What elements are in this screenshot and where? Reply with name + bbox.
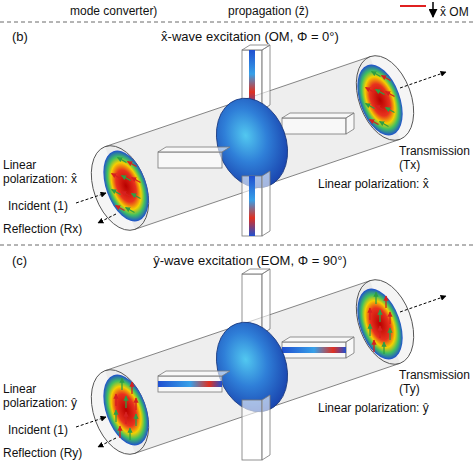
header-text: mode converter) [70, 4, 157, 18]
x-wave-panel [76, 45, 446, 238]
polarization-label: Linear polarization: x̂ [318, 177, 429, 191]
port-label: Transmission (Ty) [399, 368, 471, 396]
port-label: Incident (1) [8, 423, 68, 437]
panel-letter: (c) [12, 254, 27, 268]
port-label: Incident (1) [8, 199, 68, 213]
polarization-label: Linear polarization: ŷ [3, 382, 89, 410]
port-label: Reflection (Rx) [3, 222, 82, 236]
port-label: Transmission (Tx) [399, 144, 471, 172]
polarization-label: Linear polarization: ŷ [318, 401, 429, 415]
port-label: Reflection (Ry) [3, 446, 82, 460]
polarization-label: Linear polarization: x̂ [3, 158, 89, 186]
panel-heading: x̂-wave excitation (OM, Φ = 0°) [120, 30, 380, 44]
y-wave-panel [76, 269, 446, 462]
header-text: propagation (ẑ) [228, 4, 309, 18]
panel-letter: (b) [12, 30, 28, 44]
axis-label: x̂ OM [440, 5, 469, 19]
panel-heading: ŷ-wave excitation (EOM, Φ = 90°) [120, 254, 380, 268]
